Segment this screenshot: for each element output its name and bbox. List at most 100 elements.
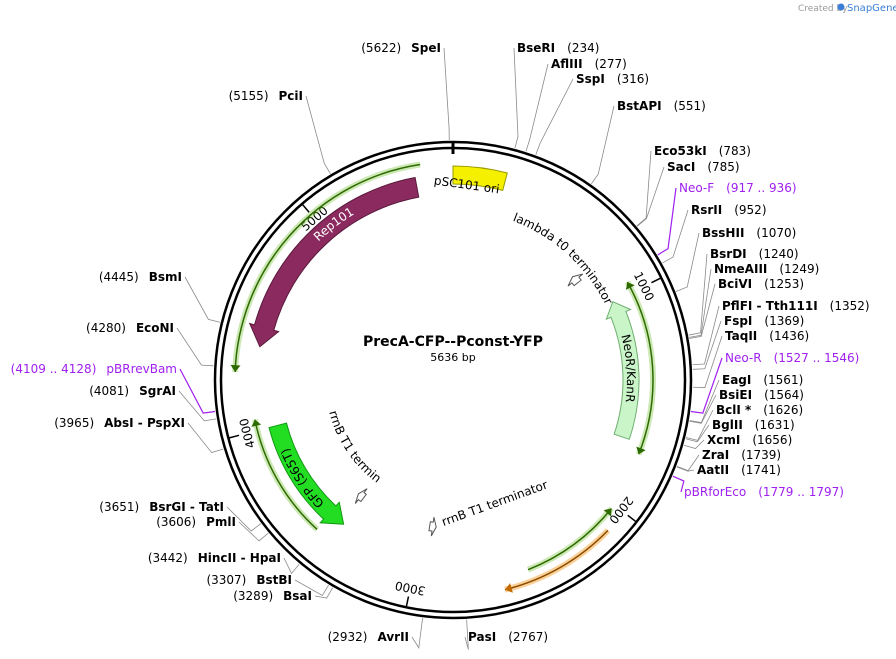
restriction-site-label[interactable]: (3651)BsrGI - TatI	[99, 500, 224, 514]
scale-tick	[228, 434, 240, 439]
restriction-site-label[interactable]: XcmI(1656)	[707, 433, 792, 447]
credit-brand: SnapGene	[847, 3, 896, 14]
site-leader-line	[657, 187, 677, 256]
site-leader-line	[283, 557, 300, 575]
restriction-site-label[interactable]: PasI(2767)	[468, 630, 548, 644]
site-leader-line	[672, 475, 685, 493]
site-labels: BseRI(234) AflIII(277)SspI(316) BstAPI(551…	[11, 41, 870, 644]
primer-label[interactable]: (4109 .. 4128)pBRrevBam	[11, 362, 177, 376]
strand-arrowhead	[636, 446, 646, 455]
site-leader-line	[525, 63, 549, 152]
strand-arrowhead	[625, 282, 635, 290]
rrnb-terminator-left-icon[interactable]	[354, 488, 368, 504]
site-leader-line	[238, 521, 269, 542]
site-leader-line	[683, 439, 705, 449]
site-leader-line	[314, 587, 334, 599]
restriction-site-label[interactable]: TaqII(1436)	[725, 329, 809, 343]
restriction-site-label[interactable]: PflFI - Tth111I(1352)	[722, 299, 870, 313]
restriction-site-label[interactable]: BsiEI(1564)	[719, 388, 804, 402]
arc-neo-strand-core	[626, 281, 654, 455]
lambda-terminator-icon[interactable]	[567, 273, 584, 287]
restriction-site-label[interactable]: AflIII(277)	[551, 57, 627, 71]
restriction-site-label[interactable]: (3307)BstBI	[206, 573, 292, 587]
restriction-site-label[interactable]: FspI(1369)	[724, 314, 804, 328]
site-leader-line	[685, 409, 714, 441]
arc-bottom-green-strand-core	[527, 508, 613, 571]
arc-bottom-orange-strand	[504, 528, 611, 593]
strand-arrowhead	[603, 508, 612, 517]
restriction-site-label[interactable]: Eco53kI(783)	[654, 144, 751, 158]
restriction-site-label[interactable]: (2932)AvrII	[328, 630, 409, 644]
backbone-inner	[219, 146, 687, 614]
restriction-site-label[interactable]: RsrII(952)	[691, 203, 767, 217]
scale-tick	[301, 203, 310, 213]
restriction-site-label[interactable]: BglII(1631)	[712, 418, 795, 432]
site-leader-line	[685, 424, 710, 443]
feature-lambda-terminator-label: lambda t0 terminator	[511, 210, 615, 306]
leader-lines	[176, 47, 723, 650]
scale-tick	[405, 596, 410, 608]
snapgene-logo-icon	[837, 3, 845, 11]
restriction-site-label[interactable]: EagI(1561)	[722, 373, 803, 387]
scale-tick	[651, 277, 662, 284]
restriction-site-label[interactable]: SacI(785)	[667, 160, 740, 174]
site-leader-line	[675, 232, 700, 292]
site-leader-line	[662, 209, 689, 264]
restriction-site-label[interactable]: BstAPI(551)	[617, 99, 706, 113]
restriction-site-label[interactable]: (5622)SpeI	[361, 41, 441, 55]
feature-rep101-arrow[interactable]	[248, 176, 420, 348]
feature-rrnb-right-label: rrnB T1 terminator	[440, 478, 550, 529]
site-leader-line	[513, 47, 519, 149]
feature-psc101-ori-block[interactable]	[452, 165, 508, 192]
restriction-site-label[interactable]: (3606)PmlI	[156, 515, 236, 529]
arc-gfp-strand-core	[254, 419, 318, 530]
scale-tick	[627, 514, 637, 523]
restriction-site-label[interactable]: BsrDI(1240)	[710, 247, 799, 261]
primer-label[interactable]: Neo-F(917 .. 936)	[679, 181, 797, 195]
primer-label[interactable]: Neo-R(1527 .. 1546)	[725, 351, 859, 365]
arc-rep101-strand-core	[234, 163, 421, 373]
restriction-site-label[interactable]: NmeAIII(1249)	[714, 262, 819, 276]
restriction-site-label[interactable]: (3965)AbsI - PspXI	[54, 416, 185, 430]
credit-prefix: Created by	[798, 4, 848, 14]
plasmid-name: PrecA-CFP--Pconst-YFP	[363, 334, 543, 350]
restriction-site-label[interactable]: BseRI(234)	[517, 41, 599, 55]
site-leader-line	[692, 305, 720, 366]
site-leader-line	[294, 579, 329, 597]
feature-gfp-label: GFP (S65T)	[278, 446, 327, 510]
site-leader-line	[178, 390, 217, 422]
site-leader-line	[688, 253, 708, 336]
site-leader-line	[692, 320, 722, 370]
feature-neo-arrow[interactable]	[605, 300, 640, 440]
scale-tick-label: 3000	[394, 578, 427, 598]
site-leader-line	[690, 357, 723, 414]
restriction-site-label[interactable]: SspI(316)	[576, 72, 649, 86]
site-leader-line	[676, 466, 695, 472]
strand-arrowhead	[504, 583, 513, 593]
restriction-site-label[interactable]: (3289)BsaI	[233, 589, 312, 603]
restriction-site-label[interactable]: (4081)SgrAI	[89, 384, 176, 398]
site-leader-line	[187, 422, 224, 454]
restriction-site-label[interactable]: BssHII(1070)	[702, 226, 796, 240]
site-leader-line	[535, 78, 574, 155]
rrnb-terminator-right-icon[interactable]	[428, 517, 437, 537]
restriction-site-label[interactable]: (5155)PciI	[229, 89, 303, 103]
site-leader-line	[636, 166, 665, 227]
restriction-site-label[interactable]: (4280)EcoNI	[86, 321, 174, 335]
restriction-site-label[interactable]: AatII(1741)	[697, 463, 781, 477]
site-leader-line	[689, 283, 716, 339]
site-leader-line	[689, 268, 712, 338]
plasmid-size: 5636 bp	[430, 351, 475, 364]
feature-gfp-arrow[interactable]	[268, 422, 345, 525]
site-leader-line	[692, 335, 723, 388]
site-leader-line	[179, 368, 216, 414]
restriction-site-label[interactable]: (3442)HincII - HpaI	[148, 551, 281, 565]
site-leader-line	[305, 95, 331, 174]
site-leader-line	[184, 276, 221, 323]
restriction-site-label[interactable]: BciVI(1253)	[718, 277, 804, 291]
restriction-site-label[interactable]: (4445)BsmI	[99, 270, 182, 284]
restriction-site-label[interactable]: ZraI(1739)	[702, 448, 781, 462]
primer-label[interactable]: pBRforEco(1779 .. 1797)	[684, 485, 844, 499]
restriction-site-label[interactable]: BclI *(1626)	[716, 403, 803, 417]
